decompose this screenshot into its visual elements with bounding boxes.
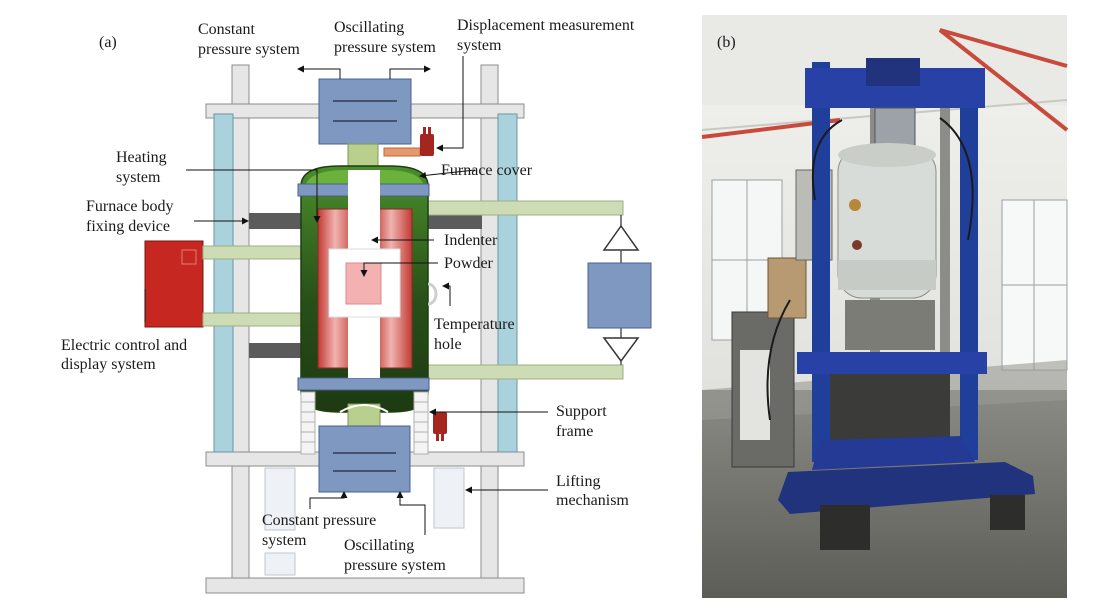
temperature-hole xyxy=(427,282,438,306)
label-lifting-mechanism: Lifting mechanism xyxy=(556,473,629,509)
connection-rod-left-lower xyxy=(202,312,302,327)
top-connector xyxy=(347,143,379,169)
fixing-bar-upper xyxy=(249,213,301,229)
lifting-cylinder-left xyxy=(264,467,296,531)
displacement-gauge xyxy=(420,134,434,156)
label-furnace-body-fixing: Furnace body fixing device xyxy=(86,198,178,235)
connection-rod-right-upper xyxy=(425,200,624,216)
photo-panel: (b) xyxy=(701,15,1069,598)
panel-b-label: (b) xyxy=(717,34,736,51)
label-constant-pressure-top: Constant pressure system xyxy=(198,21,300,58)
machine-mid-frame xyxy=(797,352,987,374)
fixing-bar-lower xyxy=(249,343,301,358)
guide-column-left xyxy=(213,113,234,453)
support-gauge xyxy=(433,412,447,434)
connection-rod-right-lower xyxy=(425,364,624,380)
electric-control-box xyxy=(144,240,204,328)
label-furnace-cover: Furnace cover xyxy=(441,162,533,179)
label-temperature-hole: Temperature hole xyxy=(434,316,519,353)
schematic-panel: (a) xyxy=(61,17,652,594)
lifting-cylinder-right xyxy=(433,467,465,529)
label-powder: Powder xyxy=(444,255,494,272)
label-electric-control: Electric control and display system xyxy=(61,337,191,373)
top-pressure-box xyxy=(318,78,412,145)
sensor-triangle-up xyxy=(602,224,640,251)
furnace-bottom-band xyxy=(297,377,430,391)
label-indenter: Indenter xyxy=(444,232,498,249)
sensor-triangle-down xyxy=(602,337,640,363)
label-displacement-measurement: Displacement measurement system xyxy=(457,17,638,54)
support-frame-right xyxy=(413,391,429,455)
machine-base xyxy=(778,462,1035,514)
top-actuator xyxy=(866,58,920,86)
label-support-frame: Support frame xyxy=(556,403,611,440)
bottom-pressure-box xyxy=(318,425,411,493)
label-oscillating-pressure-top: Oscillating pressure system xyxy=(334,19,436,56)
measurement-box xyxy=(587,262,652,329)
label-heating-system: Heating system xyxy=(116,149,171,186)
label-constant-pressure-bottom: Constant pressure system xyxy=(262,512,380,549)
machine-column-left xyxy=(812,62,830,462)
label-oscillating-pressure-bottom: Oscillating pressure system xyxy=(344,537,446,574)
connection-rod-left-upper xyxy=(202,245,302,260)
panel-a-label: (a) xyxy=(99,34,117,51)
fixing-bar-right-upper xyxy=(428,213,482,229)
base-beam xyxy=(205,577,525,594)
machine-column-right xyxy=(960,80,978,460)
bottom-connector xyxy=(347,403,381,429)
lifting-cylinder-left-lower xyxy=(264,552,296,576)
side-panel xyxy=(767,257,807,319)
ceiling-pipe xyxy=(938,28,1069,132)
support-frame-left xyxy=(300,391,316,455)
control-box-detail xyxy=(181,249,197,265)
displacement-probe xyxy=(383,147,421,157)
